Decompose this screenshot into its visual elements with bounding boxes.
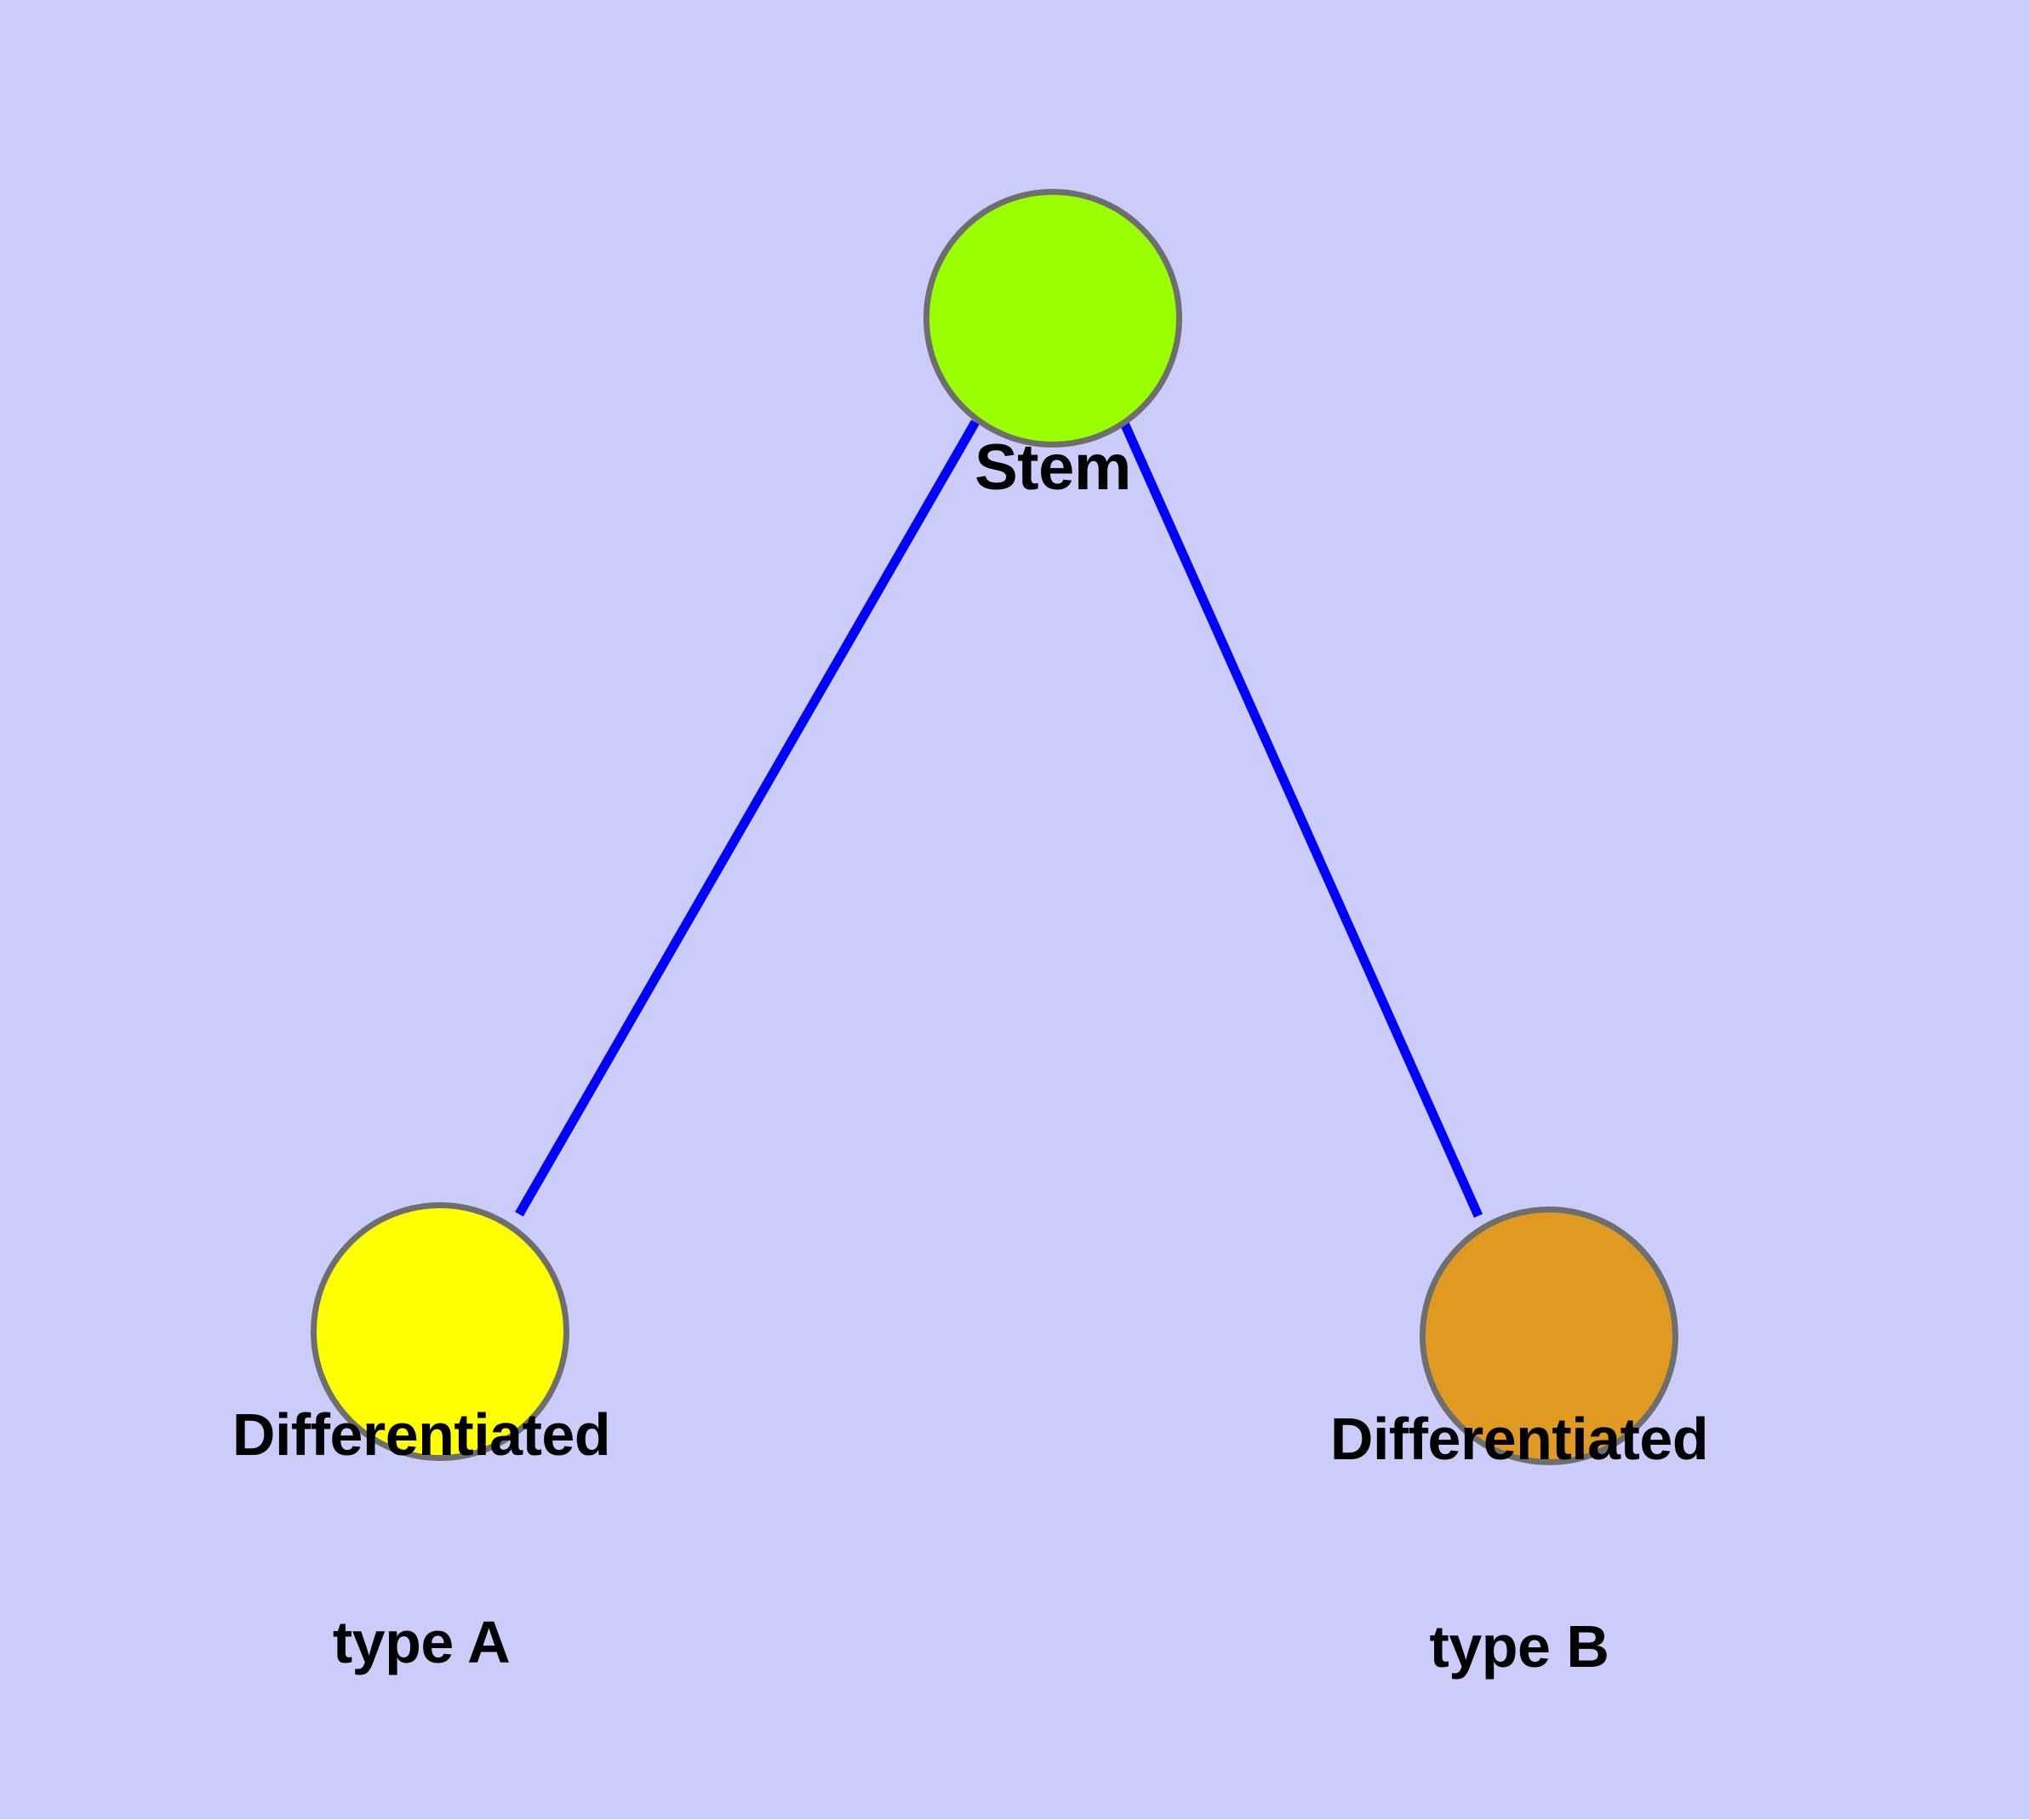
node-differentiated-type-b[interactable]	[1420, 1207, 1678, 1465]
node-label-differentiated-type-a: Differentiated type A	[81, 1263, 762, 1816]
node-label-type-a-line2: type A	[332, 1608, 511, 1675]
edge-stem-to-type-a[interactable]	[515, 419, 980, 1217]
node-differentiated-type-a[interactable]	[311, 1202, 569, 1461]
node-label-stem-line1: Stem	[974, 431, 1131, 505]
node-label-stem: Stem	[883, 281, 1223, 656]
node-label-type-a-line1: Differentiated	[231, 1401, 611, 1469]
node-label-type-b-line1: Differentiated	[1329, 1406, 1709, 1473]
edge-stem-to-type-b[interactable]	[1118, 419, 1483, 1218]
node-stem[interactable]	[923, 189, 1182, 448]
node-label-differentiated-type-b: Differentiated type B	[1179, 1267, 1860, 1820]
node-label-type-b-line2: type B	[1429, 1612, 1609, 1680]
